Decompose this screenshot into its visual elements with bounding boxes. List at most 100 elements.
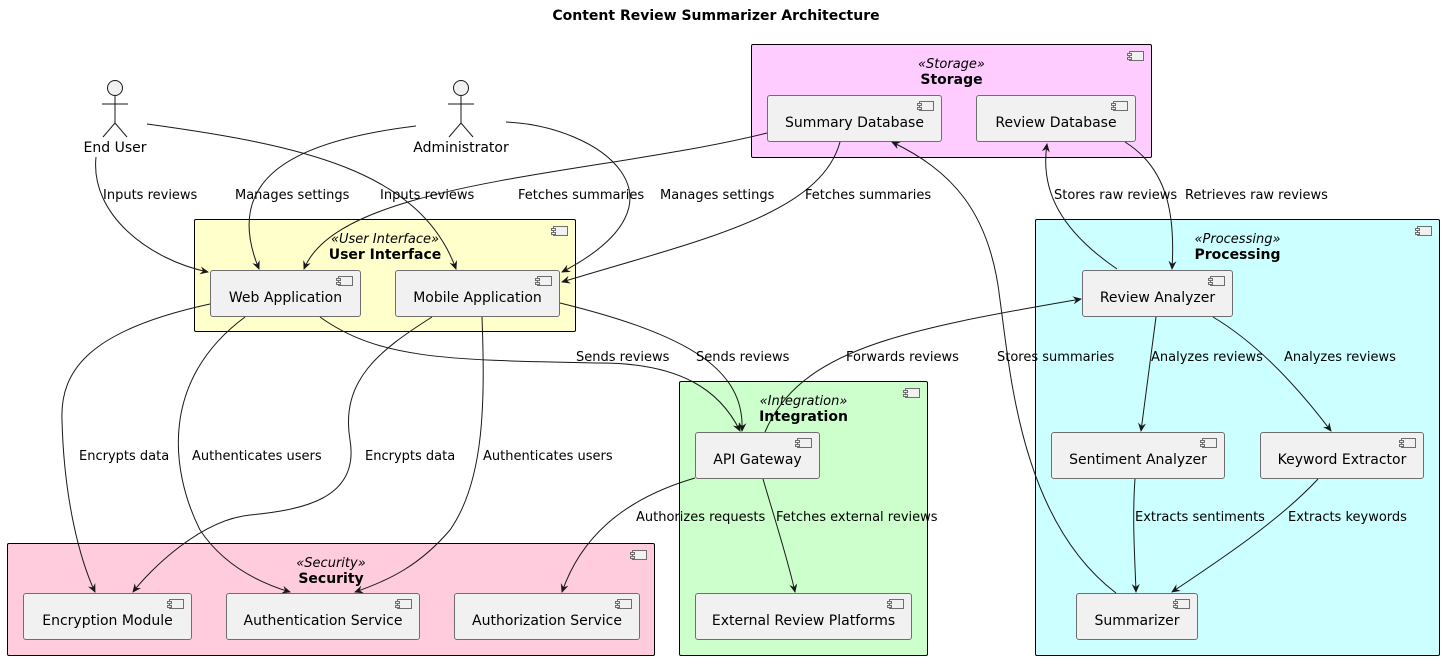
package-name: Security <box>298 571 364 587</box>
component-icon <box>535 276 552 286</box>
package-stereotype: «Storage» <box>918 57 985 72</box>
edge-label: Retrieves raw reviews <box>1185 188 1328 203</box>
edge-web-to-encryption <box>61 303 211 593</box>
edge-label: Encrypts data <box>365 449 456 464</box>
component-label: Summary Database <box>785 114 924 131</box>
edge-user-to-web <box>95 156 209 275</box>
package-name: Processing <box>1194 247 1281 263</box>
component-icon <box>917 101 934 111</box>
component-label: Web Application <box>228 289 343 306</box>
edge-user-to-mobile <box>146 123 458 270</box>
component-icon <box>395 599 412 609</box>
component-icon <box>615 599 632 609</box>
edge-label: Stores summaries <box>997 350 1115 365</box>
component-label: Keyword Extractor <box>1277 451 1407 468</box>
component-icon <box>336 276 353 286</box>
component-mobile-application: Mobile Application <box>395 270 560 317</box>
component-label: Sentiment Analyzer <box>1069 451 1207 468</box>
component-icon <box>1200 438 1217 448</box>
component-label: Mobile Application <box>413 289 542 306</box>
component-icon <box>903 388 920 398</box>
edge-label: Analyzes reviews <box>1151 350 1263 365</box>
component-label: Summarizer <box>1094 612 1180 629</box>
package-stereotype: «Processing» <box>1194 232 1281 247</box>
edge-gateway-to-authorization <box>560 477 696 593</box>
component-icon <box>1415 226 1432 236</box>
edge-label: Inputs reviews <box>380 188 475 203</box>
edge-label: Manages settings <box>660 188 775 203</box>
component-icon <box>167 599 184 609</box>
component-icon <box>1173 599 1190 609</box>
package-stereotype: «Security» <box>296 556 366 571</box>
diagram-title: Content Review Summarizer Architecture <box>552 8 880 24</box>
edge-label: Extracts keywords <box>1288 510 1407 525</box>
component-encryption-module: Encryption Module <box>23 593 192 640</box>
edge-label: Sends reviews <box>696 350 790 365</box>
component-label: Encryption Module <box>42 612 173 629</box>
edge-label: Encrypts data <box>79 449 170 464</box>
component-icon <box>887 599 904 609</box>
component-label: API Gateway <box>713 451 802 468</box>
edge-label: Authenticates users <box>483 449 613 464</box>
component-authentication-service: Authentication Service <box>226 593 420 640</box>
edge-label: Manages settings <box>235 188 350 203</box>
edge-web-to-gateway <box>319 316 741 432</box>
edge-analyzer-to-reviewdb <box>1041 143 1118 270</box>
edge-label: Inputs reviews <box>103 188 198 203</box>
component-label: Authorization Service <box>472 612 622 629</box>
component-label: External Review Platforms <box>711 612 896 629</box>
package-stereotype: «User Interface» <box>330 232 439 247</box>
component-summarizer: Summarizer <box>1076 593 1198 640</box>
component-icon <box>1127 51 1144 61</box>
component-icon <box>795 438 812 448</box>
edge-label: Sends reviews <box>576 350 670 365</box>
edge-label: Fetches external reviews <box>776 510 938 525</box>
component-sentiment-analyzer: Sentiment Analyzer <box>1051 432 1225 479</box>
edge-reviewdb-to-analyzer <box>1124 141 1177 270</box>
edge-keyword-to-summarizer <box>1171 478 1319 593</box>
edge-label: Analyzes reviews <box>1284 350 1396 365</box>
edge-web-to-authentication <box>177 316 291 594</box>
edge-admin-to-web <box>248 125 417 270</box>
edge-sentiment-to-summarizer <box>1131 478 1140 593</box>
component-keyword-extractor: Keyword Extractor <box>1260 432 1424 479</box>
component-icon <box>630 550 647 560</box>
edge-label: Stores raw reviews <box>1054 188 1178 203</box>
edge-label: Authenticates users <box>192 449 322 464</box>
component-icon <box>1111 101 1128 111</box>
edge-mobile-to-gateway <box>559 302 747 432</box>
edge-gateway-to-external <box>762 478 798 593</box>
end-user-actor-icon <box>102 80 128 138</box>
edge-sumdb-to-mobile <box>561 141 841 284</box>
component-label: Review Database <box>995 114 1117 131</box>
edge-mobile-to-authentication <box>354 316 484 594</box>
component-external-review-platforms: External Review Platforms <box>695 593 912 640</box>
actor-label-end-user: End User <box>83 140 147 156</box>
component-label: Review Analyzer <box>1099 289 1216 306</box>
package-name: Integration <box>759 409 848 425</box>
component-authorization-service: Authorization Service <box>454 593 640 640</box>
package-name: Storage <box>920 72 983 88</box>
component-web-application: Web Application <box>210 270 361 317</box>
edge-sumdb-to-web <box>303 132 768 270</box>
component-summary-database: Summary Database <box>767 95 942 142</box>
component-icon <box>551 226 568 236</box>
edge-analyzer-to-keyword <box>1212 316 1332 432</box>
component-icon <box>1399 438 1416 448</box>
edge-gateway-to-analyzer <box>764 296 1082 433</box>
actor-label-administrator: Administrator <box>413 140 509 156</box>
component-review-analyzer: Review Analyzer <box>1082 270 1233 317</box>
edge-mobile-to-encryption <box>132 316 433 593</box>
component-label: Authentication Service <box>243 612 403 629</box>
edge-analyzer-to-sentiment <box>1138 316 1157 432</box>
component-icon <box>1208 276 1225 286</box>
edge-label: Forwards reviews <box>846 350 959 365</box>
package-stereotype: «Integration» <box>759 394 848 409</box>
component-review-database: Review Database <box>976 95 1136 142</box>
edge-admin-to-mobile <box>505 121 631 273</box>
edge-label: Fetches summaries <box>805 188 932 203</box>
package-name: User Interface <box>328 247 442 263</box>
edge-label: Fetches summaries <box>518 188 645 203</box>
